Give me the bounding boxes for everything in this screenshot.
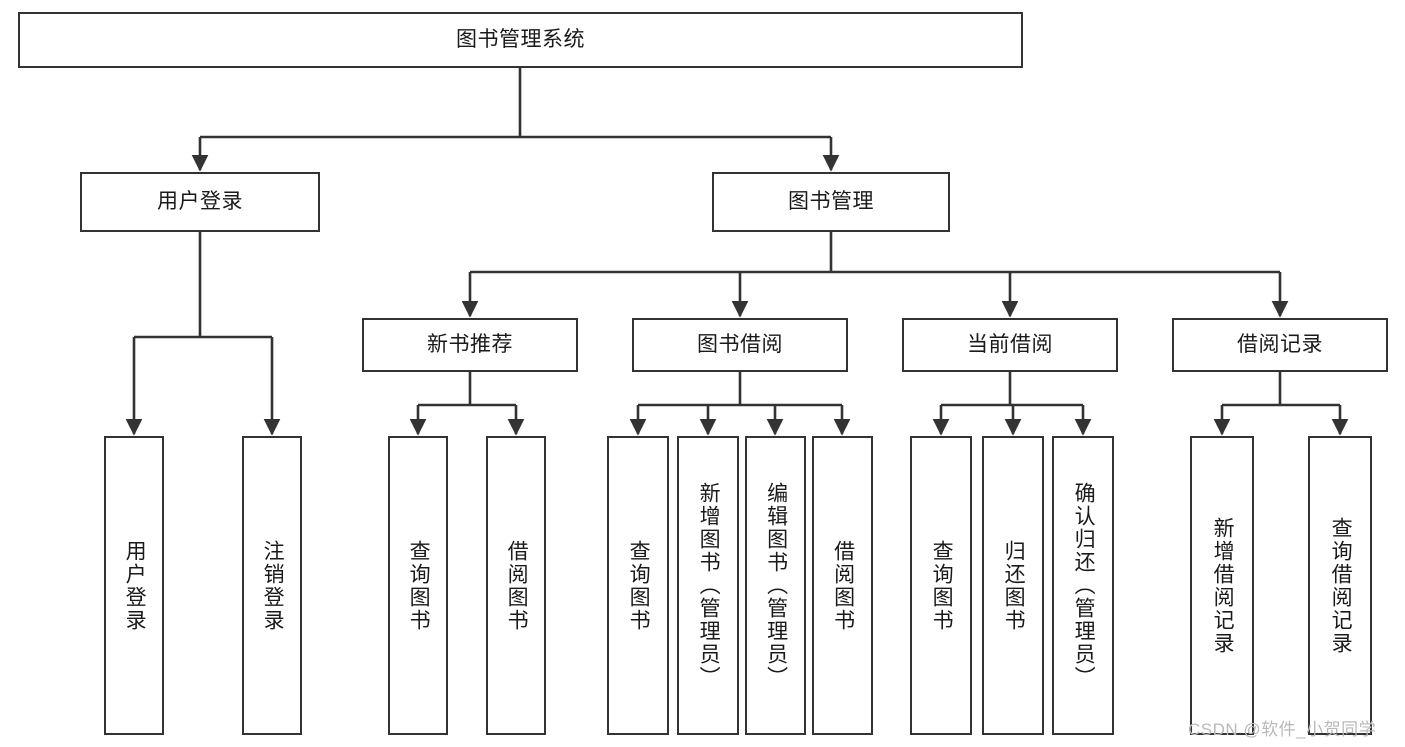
node-leaf-confirm-return[interactable]: 确认归还（管理员） bbox=[1052, 436, 1114, 735]
node-leaf-user-login[interactable]: 用户登录 bbox=[104, 436, 164, 735]
node-book-manage[interactable]: 图书管理 bbox=[712, 172, 950, 232]
node-leaf-borrow-book-2[interactable]: 借阅图书 bbox=[812, 436, 873, 735]
node-label-leaf-user-login: 用户登录 bbox=[123, 539, 147, 632]
node-label-leaf-query-record: 查询借阅记录 bbox=[1329, 516, 1353, 655]
node-leaf-query-book-3[interactable]: 查询图书 bbox=[910, 436, 972, 735]
node-leaf-query-record[interactable]: 查询借阅记录 bbox=[1308, 436, 1372, 735]
node-root[interactable]: 图书管理系统 bbox=[18, 12, 1023, 68]
node-label-book-borrow: 图书借阅 bbox=[697, 333, 783, 357]
node-user-login[interactable]: 用户登录 bbox=[80, 172, 320, 232]
node-label-borrow-record: 借阅记录 bbox=[1237, 333, 1323, 357]
node-label-leaf-query-book-3: 查询图书 bbox=[930, 539, 954, 632]
node-label-leaf-borrow-book-2: 借阅图书 bbox=[831, 539, 855, 632]
node-label-book-manage: 图书管理 bbox=[788, 190, 874, 214]
node-label-leaf-edit-book: 编辑图书（管理员） bbox=[764, 482, 788, 689]
node-label-leaf-add-book: 新增图书（管理员） bbox=[697, 482, 721, 689]
node-new-book-recommend[interactable]: 新书推荐 bbox=[362, 318, 578, 372]
node-label-leaf-confirm-return: 确认归还（管理员） bbox=[1072, 482, 1096, 689]
node-leaf-borrow-book-1[interactable]: 借阅图书 bbox=[486, 436, 546, 735]
node-book-borrow[interactable]: 图书借阅 bbox=[632, 318, 848, 372]
node-label-new-book-recommend: 新书推荐 bbox=[427, 333, 513, 357]
node-label-root: 图书管理系统 bbox=[456, 28, 585, 52]
node-label-leaf-return-book: 归还图书 bbox=[1002, 539, 1026, 632]
node-leaf-return-book[interactable]: 归还图书 bbox=[982, 436, 1044, 735]
node-label-leaf-query-book-1: 查询图书 bbox=[407, 539, 431, 632]
node-borrow-record[interactable]: 借阅记录 bbox=[1172, 318, 1388, 372]
node-label-user-login: 用户登录 bbox=[157, 190, 243, 214]
node-label-leaf-query-book-2: 查询图书 bbox=[627, 539, 651, 632]
node-leaf-user-logout[interactable]: 注销登录 bbox=[242, 436, 302, 735]
node-label-leaf-borrow-book-1: 借阅图书 bbox=[505, 539, 529, 632]
connector-lines bbox=[125, 68, 1349, 436]
node-label-current-borrow: 当前借阅 bbox=[967, 333, 1053, 357]
node-current-borrow[interactable]: 当前借阅 bbox=[902, 318, 1118, 372]
node-leaf-edit-book[interactable]: 编辑图书（管理员） bbox=[745, 436, 806, 735]
node-label-leaf-add-record: 新增借阅记录 bbox=[1211, 516, 1235, 655]
csdn-watermark: CSDN @软件_小贺同学 bbox=[1188, 720, 1377, 739]
node-leaf-query-book-1[interactable]: 查询图书 bbox=[388, 436, 448, 735]
node-leaf-query-book-2[interactable]: 查询图书 bbox=[607, 436, 669, 735]
node-label-leaf-user-logout: 注销登录 bbox=[261, 539, 285, 632]
node-leaf-add-book[interactable]: 新增图书（管理员） bbox=[677, 436, 739, 735]
node-leaf-add-record[interactable]: 新增借阅记录 bbox=[1190, 436, 1254, 735]
